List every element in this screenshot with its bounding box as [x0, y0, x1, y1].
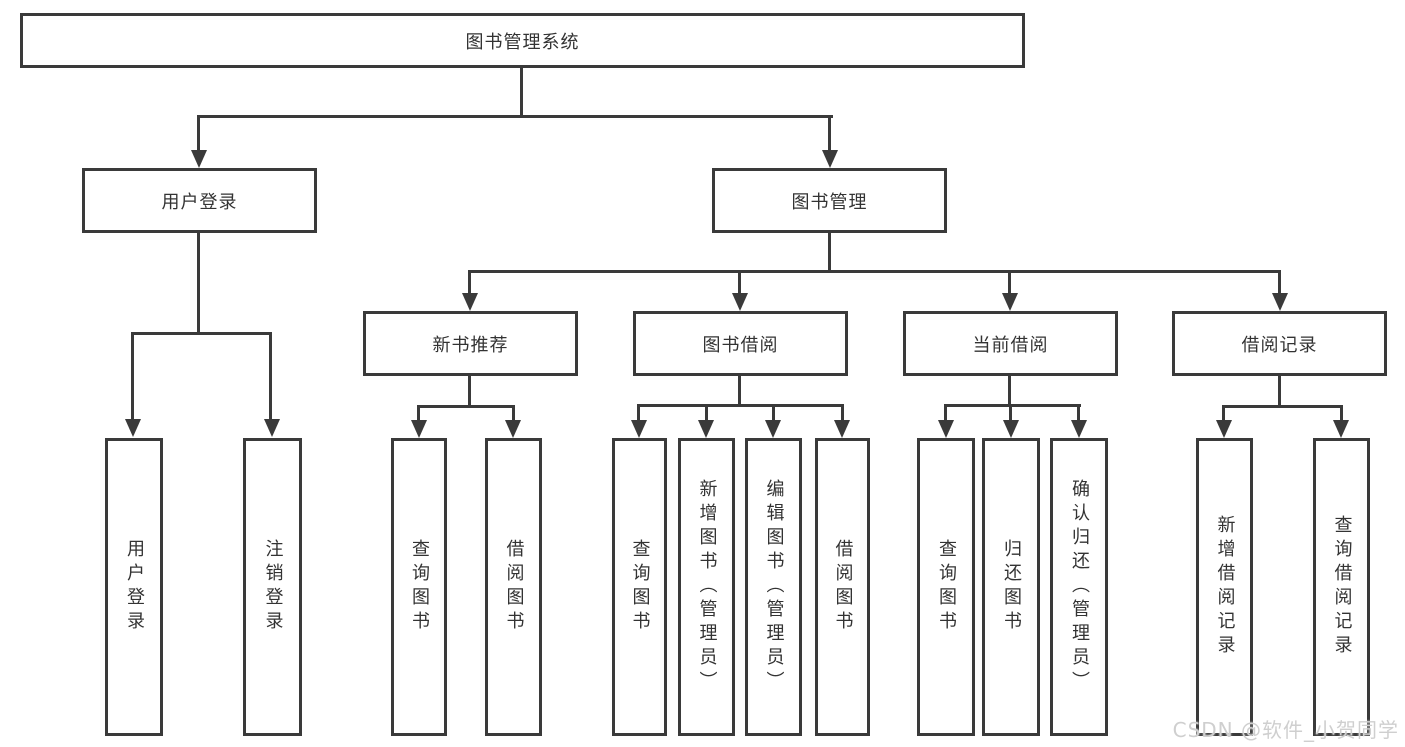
connector-borrow-drop-1 [637, 404, 640, 423]
connector-newbook-stem [468, 376, 471, 408]
node-book-borrow: 图书借阅 [633, 311, 848, 376]
connector-root-bar [197, 115, 833, 118]
leaf-user-login: 用户登录 [105, 438, 163, 736]
arrow-down-icon [1002, 293, 1018, 311]
connector-bookmgmt-drop-2 [738, 270, 741, 295]
leaf-query-book-3-label: 查询图书 [936, 539, 957, 635]
leaf-logout: 注销登录 [243, 438, 302, 736]
arrow-down-icon [1003, 420, 1019, 438]
connector-borrow-drop-2 [705, 404, 708, 423]
arrow-down-icon [1071, 420, 1087, 438]
arrow-down-icon [822, 150, 838, 168]
connector-newbook-drop-2 [512, 405, 515, 423]
leaf-confirm-return-admin-label: 确认归还（管理员） [1069, 479, 1090, 695]
connector-borrow-bar [637, 404, 844, 407]
connector-bookmgmt-drop-1 [468, 270, 471, 295]
node-book-borrow-label: 图书借阅 [702, 334, 779, 356]
node-borrow-record: 借阅记录 [1172, 311, 1387, 376]
node-current-borrow: 当前借阅 [903, 311, 1118, 376]
connector-userlogin-stem [197, 233, 200, 335]
node-book-management-label: 图书管理 [791, 191, 868, 213]
leaf-add-borrow-record-label: 新增借阅记录 [1214, 515, 1236, 659]
connector-root-drop-left [197, 115, 200, 152]
connector-current-drop-3 [1077, 404, 1080, 423]
connector-newbook-drop-1 [417, 405, 420, 423]
leaf-borrow-book-1: 借阅图书 [485, 438, 542, 736]
connector-bookmgmt-bar [468, 270, 1281, 273]
arrow-down-icon [411, 420, 427, 438]
leaf-add-borrow-record: 新增借阅记录 [1196, 438, 1253, 736]
connector-current-drop-2 [1009, 404, 1012, 423]
connector-newbook-bar [417, 405, 515, 408]
csdn-watermark: CSDN @软件_小贺同学 [1172, 718, 1399, 742]
leaf-query-borrow-record: 查询借阅记录 [1313, 438, 1370, 736]
connector-current-bar [944, 404, 1081, 407]
leaf-return-book: 归还图书 [982, 438, 1040, 736]
connector-userlogin-drop-2 [269, 332, 272, 422]
arrow-down-icon [264, 419, 280, 437]
connector-bookmgmt-stem [828, 233, 831, 273]
connector-current-drop-1 [944, 404, 947, 423]
arrow-down-icon [462, 293, 478, 311]
arrow-down-icon [505, 420, 521, 438]
leaf-edit-book-admin: 编辑图书（管理员） [745, 438, 802, 736]
leaf-add-book-admin: 新增图书（管理员） [678, 438, 735, 736]
leaf-logout-label: 注销登录 [262, 539, 284, 635]
node-user-login: 用户登录 [82, 168, 317, 233]
node-root: 图书管理系统 [20, 13, 1025, 68]
node-user-login-label: 用户登录 [161, 191, 238, 213]
leaf-query-book-1-label: 查询图书 [409, 539, 430, 635]
leaf-query-book-1: 查询图书 [391, 438, 447, 736]
connector-current-stem [1008, 376, 1011, 407]
node-root-label: 图书管理系统 [465, 31, 580, 53]
connector-record-drop-1 [1222, 405, 1225, 423]
connector-root-stem [520, 68, 523, 118]
connector-bookmgmt-drop-4 [1278, 270, 1281, 295]
arrow-down-icon [938, 420, 954, 438]
leaf-borrow-book-1-label: 借阅图书 [503, 539, 525, 635]
node-borrow-record-label: 借阅记录 [1241, 334, 1318, 356]
node-new-book-recommend-label: 新书推荐 [432, 334, 509, 356]
node-book-management: 图书管理 [712, 168, 947, 233]
arrow-down-icon [191, 150, 207, 168]
connector-root-drop-right [828, 115, 831, 152]
arrow-down-icon [1216, 420, 1232, 438]
arrow-down-icon [125, 419, 141, 437]
leaf-query-borrow-record-label: 查询借阅记录 [1331, 515, 1353, 659]
arrow-down-icon [732, 293, 748, 311]
connector-userlogin-drop-1 [131, 332, 134, 422]
connector-record-drop-2 [1340, 405, 1343, 423]
leaf-return-book-label: 归还图书 [1001, 539, 1022, 635]
leaf-query-book-2: 查询图书 [612, 438, 667, 736]
arrow-down-icon [1272, 293, 1288, 311]
connector-bookmgmt-drop-3 [1008, 270, 1011, 295]
arrow-down-icon [698, 420, 714, 438]
leaf-edit-book-admin-label: 编辑图书（管理员） [763, 479, 785, 695]
connector-borrow-drop-4 [841, 404, 844, 423]
leaf-query-book-2-label: 查询图书 [629, 539, 651, 635]
leaf-borrow-book-2: 借阅图书 [815, 438, 870, 736]
connector-userlogin-bar [131, 332, 272, 335]
leaf-borrow-book-2-label: 借阅图书 [832, 539, 854, 635]
arrow-down-icon [834, 420, 850, 438]
leaf-user-login-label: 用户登录 [124, 539, 145, 635]
leaf-confirm-return-admin: 确认归还（管理员） [1050, 438, 1108, 736]
connector-record-stem [1278, 376, 1281, 408]
node-new-book-recommend: 新书推荐 [363, 311, 578, 376]
node-current-borrow-label: 当前借阅 [972, 334, 1049, 356]
leaf-add-book-admin-label: 新增图书（管理员） [696, 479, 718, 695]
connector-borrow-drop-3 [772, 404, 775, 423]
arrow-down-icon [765, 420, 781, 438]
connector-borrow-stem [738, 376, 741, 407]
arrow-down-icon [631, 420, 647, 438]
connector-record-bar [1222, 405, 1342, 408]
arrow-down-icon [1333, 420, 1349, 438]
leaf-query-book-3: 查询图书 [917, 438, 975, 736]
